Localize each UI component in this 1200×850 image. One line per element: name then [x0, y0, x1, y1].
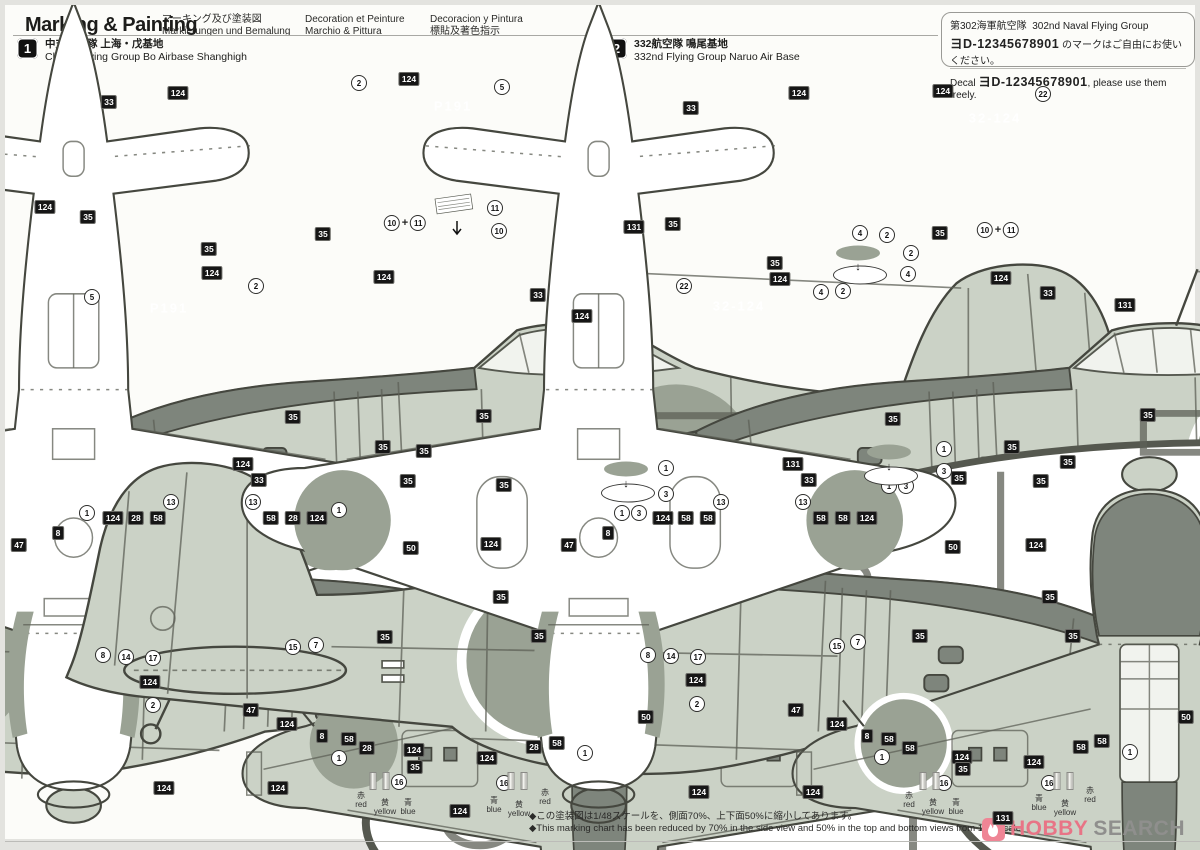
translation-es-zh: Decoracion y Pintura 標貼及著色指示	[430, 14, 523, 38]
decal-unit-jp: 第302海軍航空隊	[950, 21, 1027, 32]
bottom-divider	[5, 841, 1200, 842]
footer-note-en: ◆This marking chart has been reduced by …	[529, 822, 1024, 834]
hobbysearch-flame-icon	[981, 817, 1005, 841]
section-1-label-en: Chyusi Flying Group Bo Airbase Shanghigh	[45, 51, 247, 63]
decal-item-illustration	[434, 193, 474, 215]
section-1-number-badge: 1	[17, 38, 38, 59]
translation-line: マーキング及び塗装図	[162, 14, 262, 25]
translation-line: Decoration et Peinture	[305, 14, 405, 25]
translation-line: 標貼及著色指示	[430, 26, 500, 37]
translation-line: Decoracion y Pintura	[430, 14, 523, 25]
hobbysearch-text-search: SEARCH	[1093, 817, 1185, 840]
translation-fr-it: Decoration et Peinture Marchio & Pittura	[305, 14, 405, 38]
translation-line: Markierungen und Bemalung	[162, 26, 291, 37]
decal-note-en-prefix: Decal	[950, 78, 979, 89]
instruction-sheet-page: Marking & Painting マーキング及び塗装図 Markierung…	[5, 5, 1200, 841]
translation-line: Marchio & Pittura	[305, 26, 382, 37]
decal-note-box: 第302海軍航空隊 302nd Naval Flying Group ヨD-12…	[941, 12, 1195, 101]
decal-code: ヨD-12345678901	[950, 37, 1060, 51]
decal-note-en-suffix: , please use them freely.	[950, 78, 1167, 101]
down-arrow	[452, 221, 462, 236]
decal-note-jp: のマークはご自由にお使いください。	[950, 40, 1182, 67]
marking-diagrams-artwork	[5, 5, 1200, 850]
decal-unit-en: 302nd Naval Flying Group	[1032, 21, 1149, 32]
hobbysearch-watermark: HOBBY SEARCH	[981, 817, 1185, 841]
footer-note-jp: ◆この塗装図は1/48スケールを、側面70%、上下面50%に縮小してあります。	[529, 811, 858, 822]
decal-code-en: ヨD-12345678901	[978, 75, 1088, 89]
section-2-header: 2 332航空隊 鳴尾基地 332nd Flying Group Naruo A…	[606, 38, 800, 64]
hobbysearch-text-hobby: HOBBY	[1009, 817, 1089, 840]
footer-note: ◆この塗装図は1/48スケールを、側面70%、上下面50%に縮小してあります。 …	[529, 811, 1024, 834]
section-2-label-jp: 332航空隊 鳴尾基地	[634, 38, 728, 50]
header-divider	[13, 35, 938, 36]
translation-jp-de: マーキング及び塗装図 Markierungen und Bemalung	[162, 14, 290, 38]
section-2-label-en: 332nd Flying Group Naruo Air Base	[634, 51, 800, 63]
